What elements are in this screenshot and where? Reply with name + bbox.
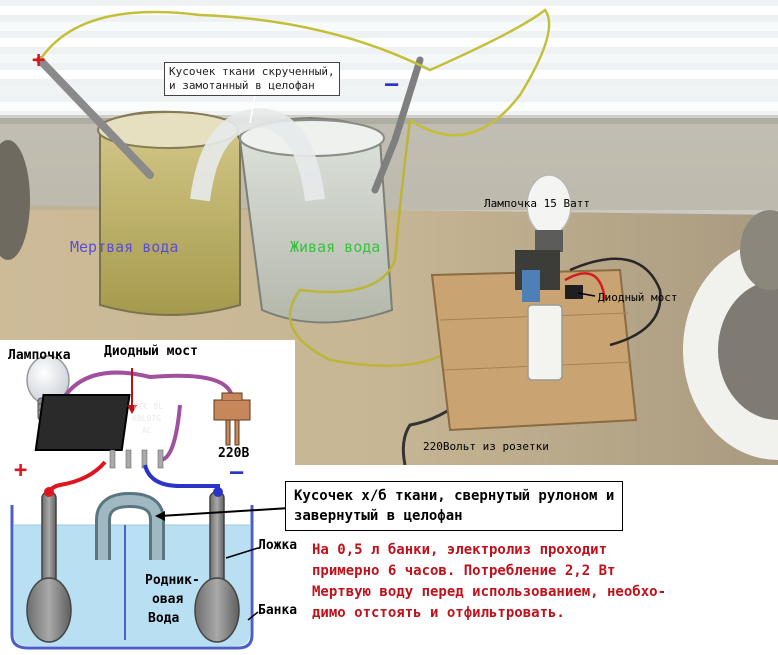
terminal-block [527, 304, 563, 381]
electrode-live [371, 56, 424, 194]
diagram-cloth-box: Кусочек х/б ткани, свернутый рулоном и з… [285, 481, 624, 531]
wire-purple [56, 370, 235, 409]
yellow-wire-2 [288, 119, 472, 367]
photo-lamp-label: Лампочка 15 Ватт [484, 197, 590, 210]
photo-lamp [515, 174, 572, 302]
diagram-red-note: На 0,5 л банки, электролиз проходит прим… [312, 542, 667, 621]
spoon-dead [36, 56, 154, 179]
photo-mains-label: 220Вольт из розетки [423, 440, 549, 453]
plug [213, 392, 251, 446]
cloth-bridge [190, 107, 325, 202]
diagram-plus-sign: + [14, 458, 28, 483]
photo-dead-water-label: Мертвая вода [70, 238, 179, 256]
spoon-right [194, 491, 240, 643]
spring-water-line-2: овая [152, 592, 184, 607]
yellow-wire [38, 8, 551, 137]
diode-bridge-chip [34, 394, 164, 469]
chip-marking-1: DCC 8L [134, 402, 163, 411]
diagram-spoon-label: Ложка [258, 538, 298, 553]
wire-blue [143, 464, 220, 495]
window-blinds [0, 0, 778, 124]
spoon-left [26, 491, 72, 643]
diagram-lamp-label: Лампочка [8, 348, 71, 363]
spring-water-line-1: Родник- [145, 573, 200, 588]
diagram-jar [10, 505, 254, 650]
diagram-plug-label: 220В [218, 446, 250, 461]
diagram-water [14, 525, 250, 646]
photo-minus-sign: – [385, 72, 399, 97]
diagram-diode-bridge-label: Диодный мост [104, 344, 198, 359]
chip-marking-3: AC [142, 426, 152, 435]
diagram-jar-label: Банка [258, 603, 298, 618]
photo-live-water-label: Живая вода [290, 238, 381, 256]
photo-cloth-callout: Кусочек ткани скрученный, и замотанный в… [164, 62, 340, 96]
diagram-minus-sign: – [230, 460, 244, 485]
chip-marking-2: KBL07G [132, 414, 161, 423]
photo-diode-bridge-label: Диодный мост [598, 291, 678, 304]
spring-water-line-3: Вода [148, 611, 180, 626]
cloth-siphon [95, 491, 165, 560]
photo-plus-sign: + [32, 48, 46, 73]
